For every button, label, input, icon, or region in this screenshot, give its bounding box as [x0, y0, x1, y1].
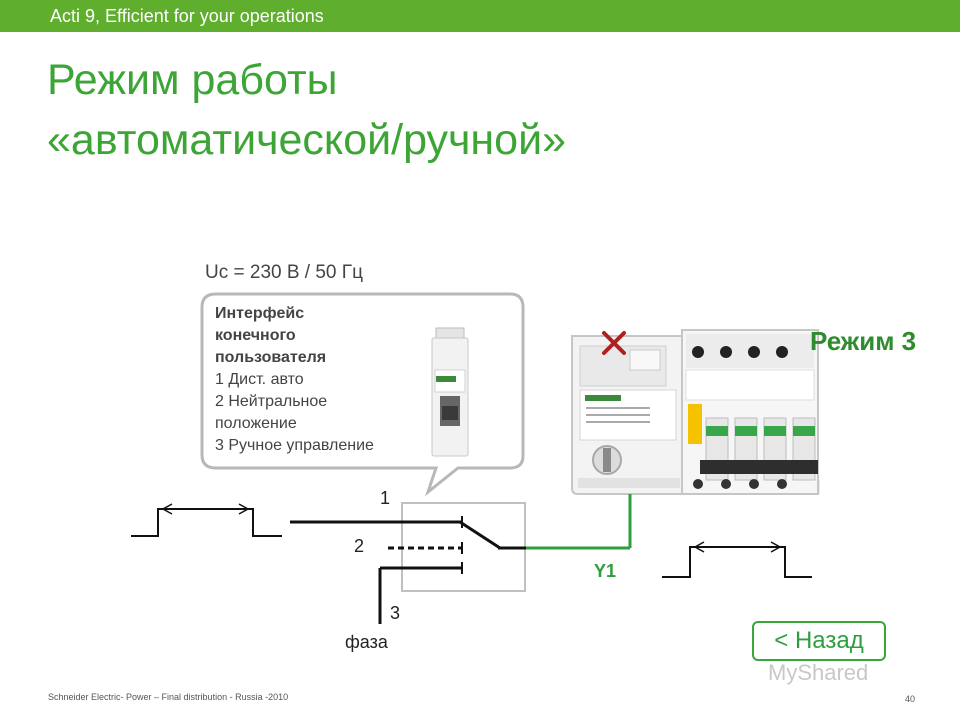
- phase-label: фаза: [345, 632, 388, 652]
- callout-line-2: конечного: [215, 327, 296, 344]
- callout-line-1: Интерфейс: [215, 305, 305, 322]
- watermark-logo: MyShared: [768, 660, 869, 685]
- back-button[interactable]: < Назад: [752, 621, 886, 661]
- footer-text: Schneider Electric- Power – Final distri…: [48, 692, 289, 702]
- switch-position-3: 3: [390, 603, 401, 623]
- switch-position-2: 2: [354, 536, 365, 556]
- disabled-cross-icon: [602, 331, 626, 355]
- page-number: 40: [905, 694, 916, 704]
- callout-item-2a: 2 Нейтральное: [215, 393, 328, 410]
- callout-text: Интерфейс конечного пользователя 1 Дист.…: [215, 303, 374, 457]
- output-label-y1: Y1: [594, 561, 617, 581]
- acti9-device-image: [571, 329, 820, 495]
- output-pulse-signal: [662, 541, 812, 578]
- title-line-2: «автоматической/ручной»: [47, 116, 567, 164]
- page-title: Режим работы «автоматической/ручной»: [47, 50, 566, 170]
- switch-position-1: 1: [380, 488, 391, 508]
- selector-switch-icon: [431, 327, 469, 457]
- switch-contacts: [290, 516, 526, 624]
- header-text: Acti 9, Efficient for your operations: [50, 6, 324, 26]
- input-pulse-signal: [131, 503, 282, 537]
- voltage-label: Uc = 230 В / 50 Гц: [205, 262, 363, 283]
- header-bar: Acti 9, Efficient for your operations: [0, 0, 960, 32]
- callout-item-3: 3 Ручное управление: [215, 437, 374, 454]
- title-line-1: Режим работы: [47, 56, 338, 104]
- callout-item-1: 1 Дист. авто: [215, 371, 304, 388]
- callout-item-2b: положение: [215, 415, 297, 432]
- mode-label: Режим 3: [810, 326, 917, 356]
- control-wire-y1: [526, 494, 632, 550]
- callout-line-3: пользователя: [215, 349, 327, 366]
